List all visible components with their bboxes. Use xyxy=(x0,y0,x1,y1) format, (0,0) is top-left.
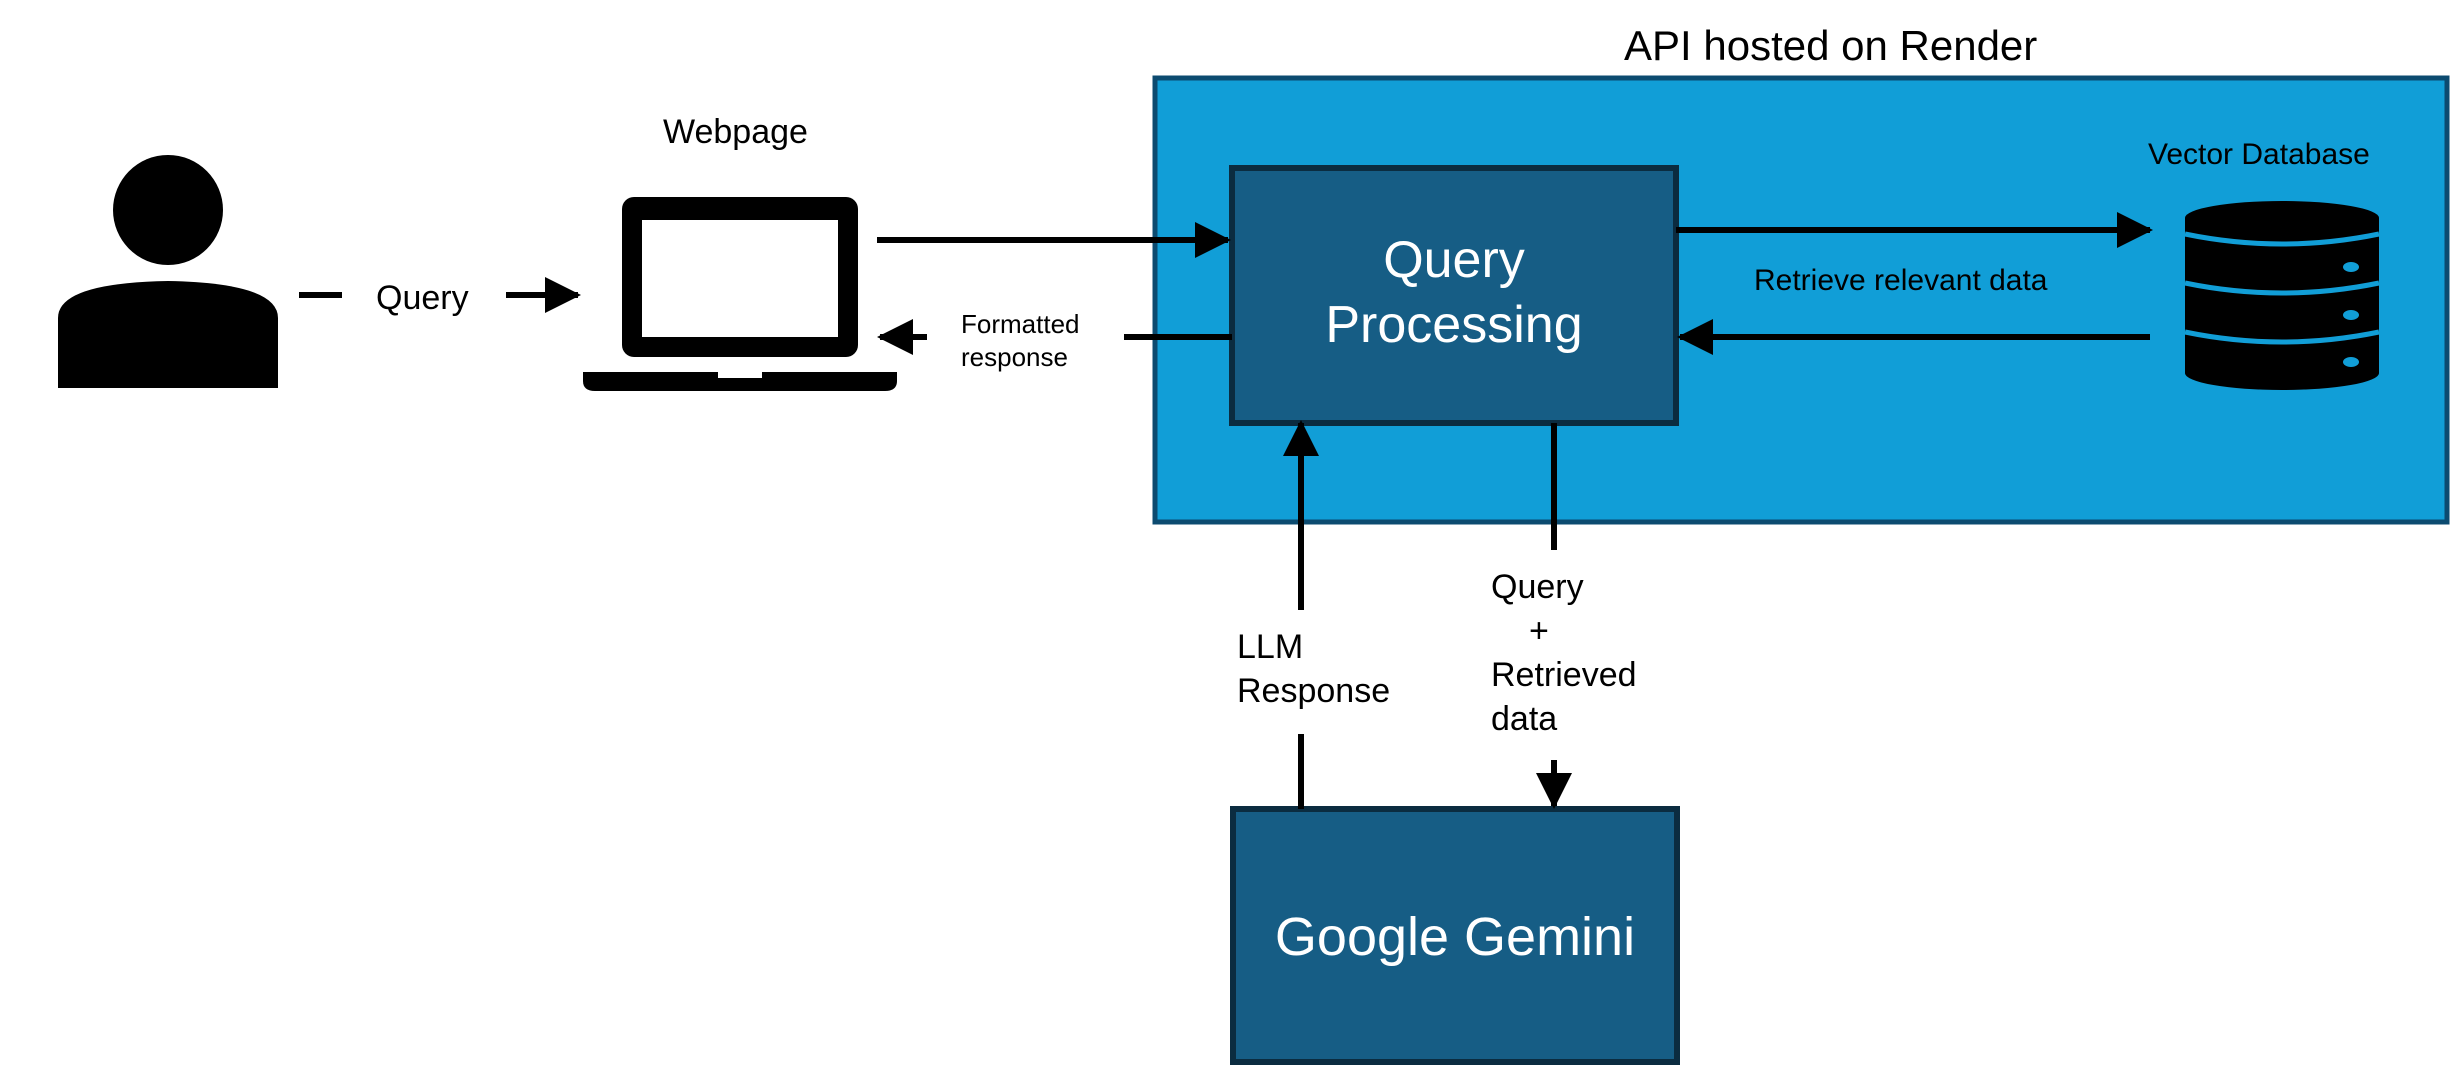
llm-response-line2: Response xyxy=(1237,672,1391,710)
query-retrieved-line1: Query xyxy=(1491,568,1584,606)
query-edge-label: Query xyxy=(376,279,469,317)
query-processing-line2: Processing xyxy=(1325,296,1583,354)
llm-response-line1: LLM xyxy=(1237,628,1304,666)
webpage-label: Webpage xyxy=(663,113,808,151)
google-gemini-box xyxy=(1230,806,1680,1065)
api-container-title: API hosted on Render xyxy=(1624,22,2038,69)
llm-response-label: LLM Response xyxy=(1237,625,1390,713)
formatted-response-label: Formatted response xyxy=(961,308,1080,373)
query-retrieved-label: Query + Retrieved data xyxy=(1491,565,1637,741)
query-retrieved-line4: data xyxy=(1491,700,1558,738)
query-processing-label: Query Processing xyxy=(1232,228,1676,358)
query-processing-box xyxy=(1229,165,1679,426)
query-retrieved-line2: + xyxy=(1529,612,1549,650)
vector-database-label: Vector Database xyxy=(2148,138,2370,171)
query-processing-line1: Query xyxy=(1383,231,1525,289)
person-icon xyxy=(58,155,278,388)
google-gemini-label: Google Gemini xyxy=(1274,907,1636,967)
formatted-response-line1: Formatted xyxy=(961,309,1080,339)
formatted-response-line2: response xyxy=(961,341,1068,372)
laptop-icon xyxy=(583,197,897,391)
retrieve-relevant-data-label: Retrieve relevant data xyxy=(1754,264,2048,297)
database-icon xyxy=(2184,201,2380,390)
query-retrieved-line3: Retrieved xyxy=(1491,656,1637,694)
